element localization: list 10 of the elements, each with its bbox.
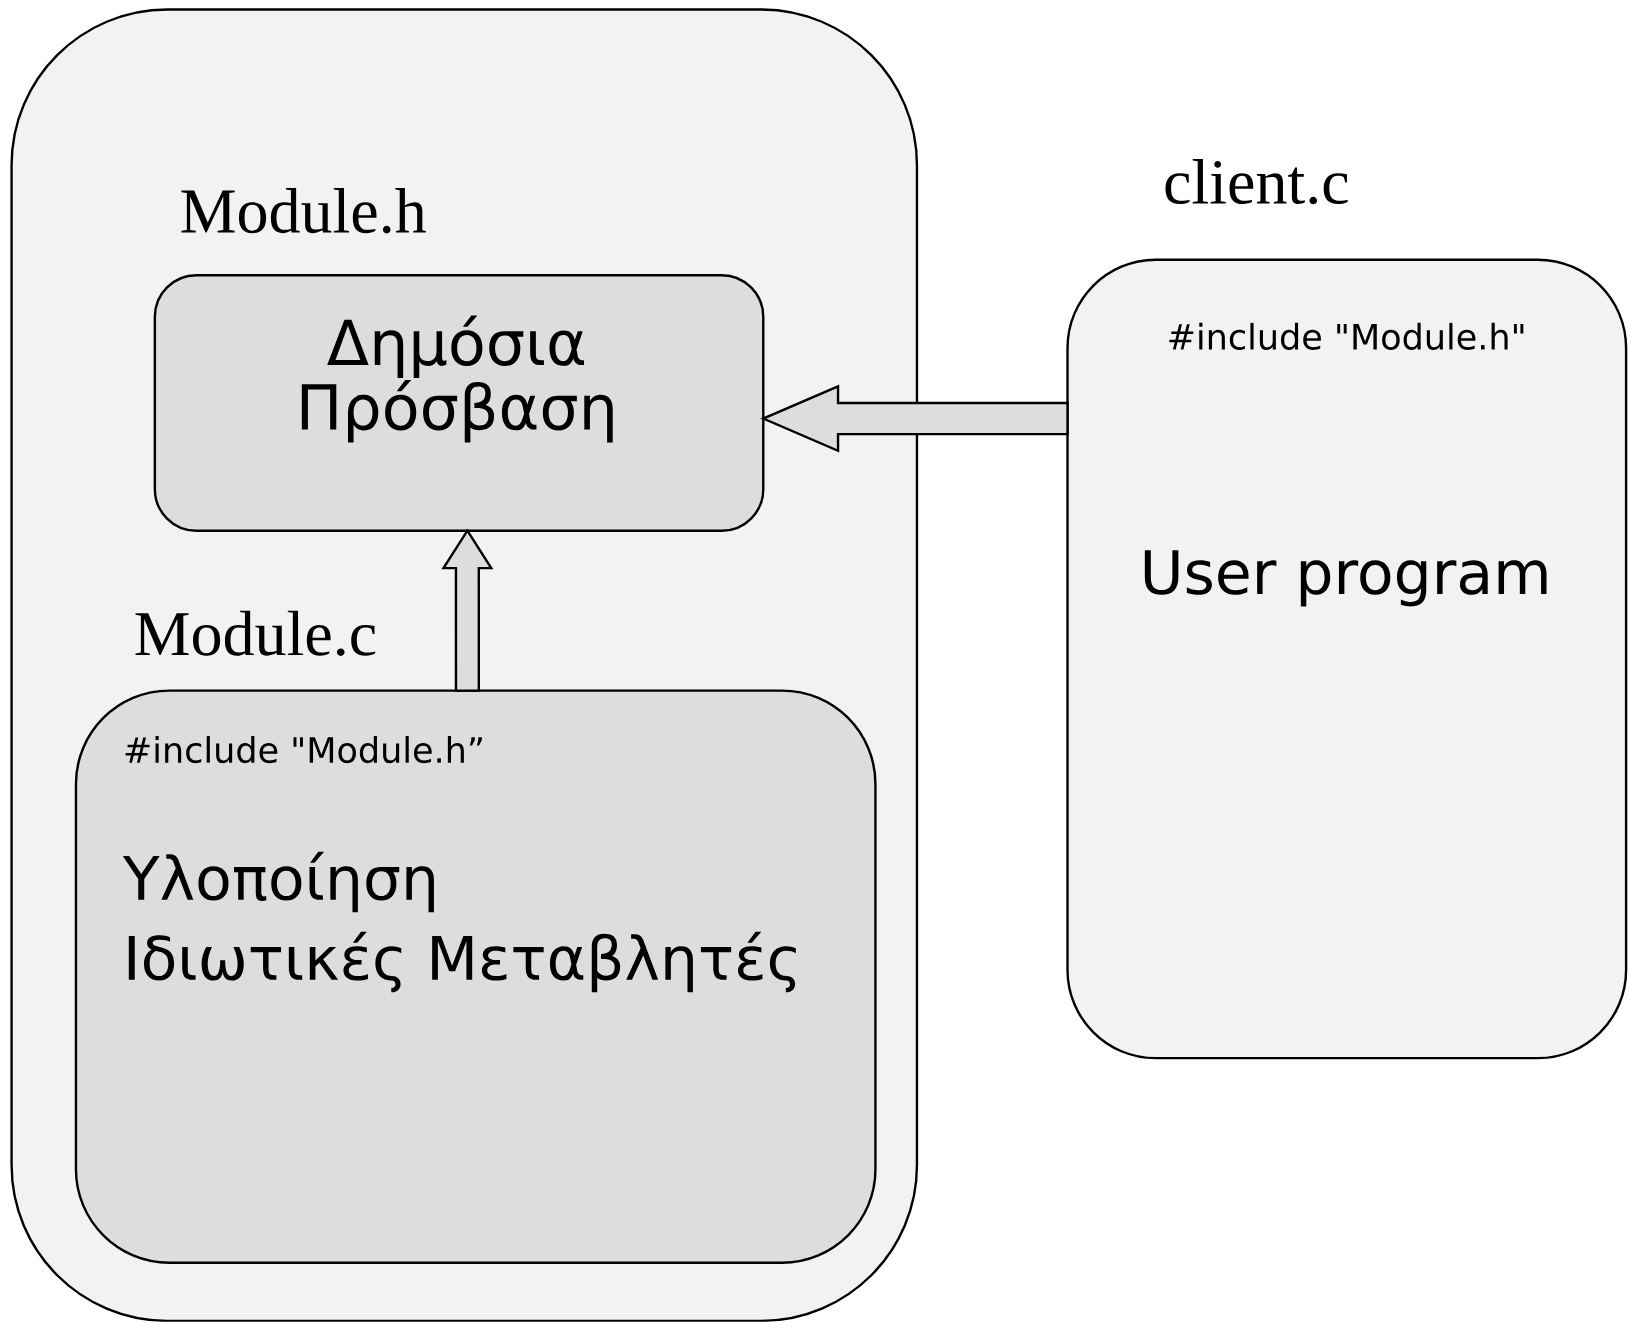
file-name: client.c bbox=[1165, 159, 1348, 205]
box-text: Υλοποίηση Ιδιωτικές Μεταβλητές bbox=[122, 851, 796, 993]
include-directive: #include "Module.h” bbox=[125, 736, 482, 764]
block-arrow bbox=[760, 384, 1069, 453]
file-name: Module.c bbox=[135, 610, 376, 657]
file-name: Module.h bbox=[181, 188, 426, 234]
block-arrow bbox=[441, 528, 494, 692]
box-text: User program bbox=[1144, 550, 1547, 607]
box-text: Δημόσια Πρόσβαση bbox=[301, 315, 613, 443]
include-directive: #include "Module.h" bbox=[1169, 323, 1524, 351]
